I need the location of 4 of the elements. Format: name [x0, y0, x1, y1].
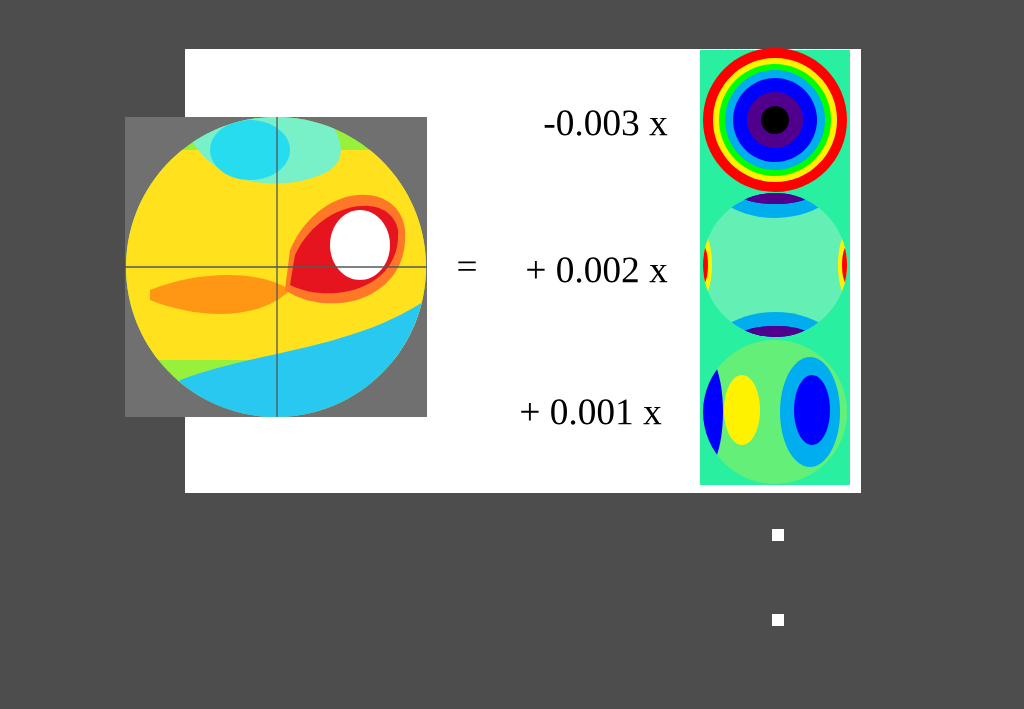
coefficient-label: + 0.002 x — [527, 257, 668, 283]
coefficient-label: + 0.001 x — [521, 399, 662, 425]
coefficient-label: -0.003 x — [544, 110, 668, 136]
equals-sign: = — [458, 261, 476, 271]
